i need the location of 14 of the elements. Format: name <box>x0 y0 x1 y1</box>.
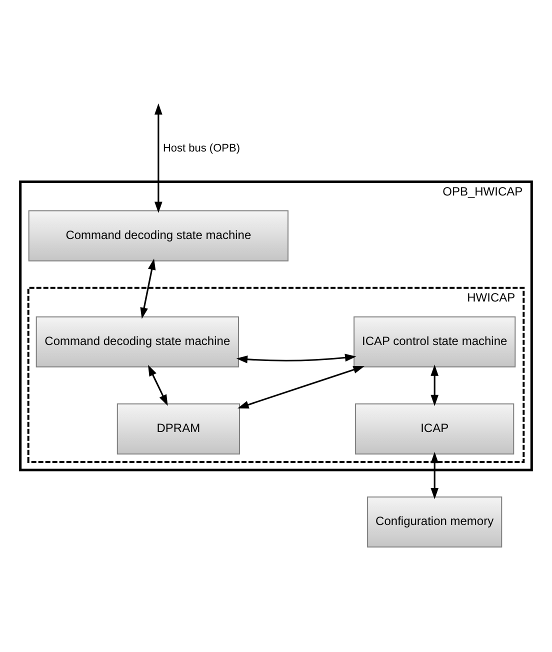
node-box: Command decoding state machine <box>28 210 288 262</box>
node-box: ICAP <box>355 403 514 454</box>
node-box: ICAP control state machine <box>354 316 516 368</box>
node-box: Configuration memory <box>367 496 502 548</box>
arrow <box>238 366 365 408</box>
arrow <box>140 258 156 319</box>
arrow <box>430 364 439 406</box>
edge-label: Host bus (OPB) <box>162 142 240 155</box>
arrow <box>236 354 356 364</box>
node-box: Command decoding state machine <box>36 316 239 368</box>
arrow <box>154 103 162 214</box>
node-box: DPRAM <box>116 403 240 454</box>
arrow <box>430 452 439 500</box>
arrow <box>148 364 168 406</box>
